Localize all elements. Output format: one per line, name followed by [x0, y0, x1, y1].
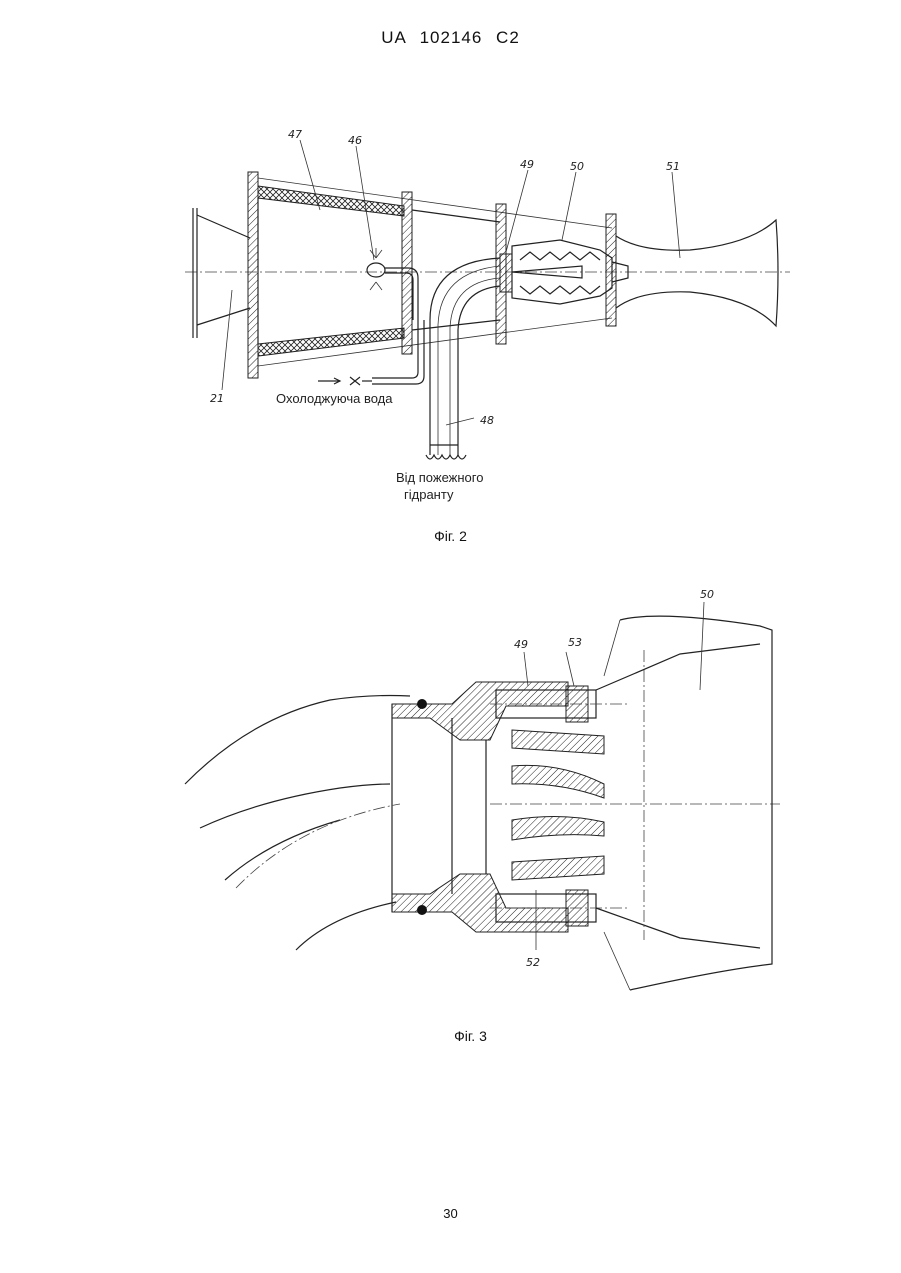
fig3-label-53: 53 [568, 636, 582, 649]
fig3-cone-body [596, 616, 772, 990]
fig2-label-47: 47 [288, 128, 302, 141]
fig2-flange-1 [248, 172, 258, 378]
fig3-nozzle-inserts [490, 730, 780, 880]
fig2-outlet-diffuser [612, 220, 778, 326]
fig2-label-49: 49 [520, 158, 534, 171]
fig2-label-50: 50 [570, 160, 584, 173]
fig2-insulated-chamber [258, 186, 404, 356]
figure-2-caption: Фіг. 2 [0, 528, 901, 544]
fig2-label-48: 48 [480, 414, 494, 427]
figure-3-drawing: 50 49 53 52 [0, 570, 901, 1030]
fig2-hydrant-text-1: Від пожежного [396, 470, 483, 485]
fig3-elbow-pipe [185, 696, 410, 951]
fig2-cooling-water-text: Охолоджуюча вода [276, 391, 393, 406]
fig2-flange-4 [606, 214, 616, 326]
figure-2-drawing: 47 46 49 50 51 21 48 Охолоджуюча вода Ві… [0, 0, 901, 520]
figure-3-caption: Фіг. 3 [20, 1028, 901, 1044]
fig3-label-50: 50 [700, 588, 714, 601]
fig2-hydrant-pipe [426, 258, 500, 459]
fig2-label-51: 51 [666, 160, 680, 173]
fig2-label-21: 21 [210, 392, 224, 405]
fig3-label-52: 52 [526, 956, 540, 969]
fig3-label-49: 49 [514, 638, 528, 651]
page-number: 30 [0, 1206, 901, 1221]
fig2-inlet-cone [193, 208, 250, 338]
fig2-label-46: 46 [348, 134, 362, 147]
fig3-bolts [490, 686, 630, 926]
fig2-hydrant-text-2: гідранту [404, 487, 454, 502]
